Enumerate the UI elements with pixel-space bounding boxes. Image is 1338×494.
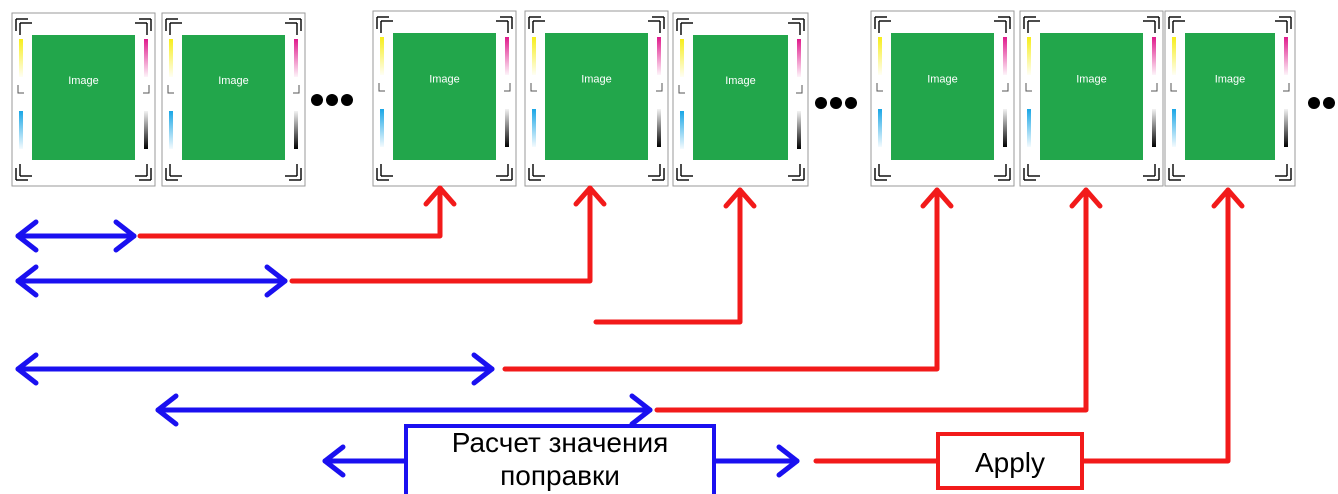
calc-box-line2: поправки (500, 460, 620, 491)
blue-double-arrow-4 (158, 396, 650, 424)
page-image-label: Image (1076, 74, 1107, 86)
blue-arrow-left-of-calc (325, 447, 406, 475)
page-image-area (32, 35, 135, 160)
page-image-area (1040, 33, 1143, 160)
page-image-label: Image (725, 75, 756, 87)
page-image-label: Image (218, 75, 249, 87)
page-thumbnail-8: Image (1165, 11, 1295, 186)
calc-box-line1: Расчет значения (452, 427, 669, 458)
blue-double-arrow-2 (18, 267, 285, 295)
ellipsis-2 (815, 97, 857, 109)
page-image-area (1185, 33, 1275, 160)
calc-box: Расчет значения поправки (406, 426, 714, 494)
page-thumbnail-7: Image (1020, 11, 1163, 186)
apply-box: Apply (938, 434, 1082, 488)
blue-double-arrow-3 (18, 355, 492, 383)
page-image-label: Image (429, 74, 460, 86)
page-thumbnail-1: Image (12, 13, 155, 186)
red-feedback-line-1 (140, 188, 454, 236)
page-image-area (393, 33, 496, 160)
page-image-label: Image (1215, 74, 1246, 86)
ellipsis-3 (1308, 97, 1335, 109)
apply-box-label: Apply (975, 447, 1045, 478)
blue-double-arrow-1 (18, 222, 134, 250)
red-feedback-line-5 (657, 190, 1100, 410)
page-thumbnail-4: Image (525, 11, 668, 186)
red-feedback-line-6 (816, 190, 1242, 461)
page-thumbnail-6: Image (871, 11, 1014, 186)
ellipsis-1 (311, 94, 353, 106)
page-image-area (545, 33, 648, 160)
page-image-area (891, 33, 994, 160)
page-image-label: Image (927, 74, 958, 86)
page-thumbnail-2: Image (162, 13, 305, 186)
page-image-label: Image (581, 74, 612, 86)
red-feedback-line-3 (596, 190, 754, 322)
page-thumbnail-3: Image (373, 11, 516, 186)
page-image-area (693, 35, 788, 160)
page-image-area (182, 35, 285, 160)
page-thumbnail-5: Image (673, 13, 808, 186)
blue-arrow-right-of-calc (714, 447, 797, 475)
page-image-label: Image (68, 75, 99, 87)
